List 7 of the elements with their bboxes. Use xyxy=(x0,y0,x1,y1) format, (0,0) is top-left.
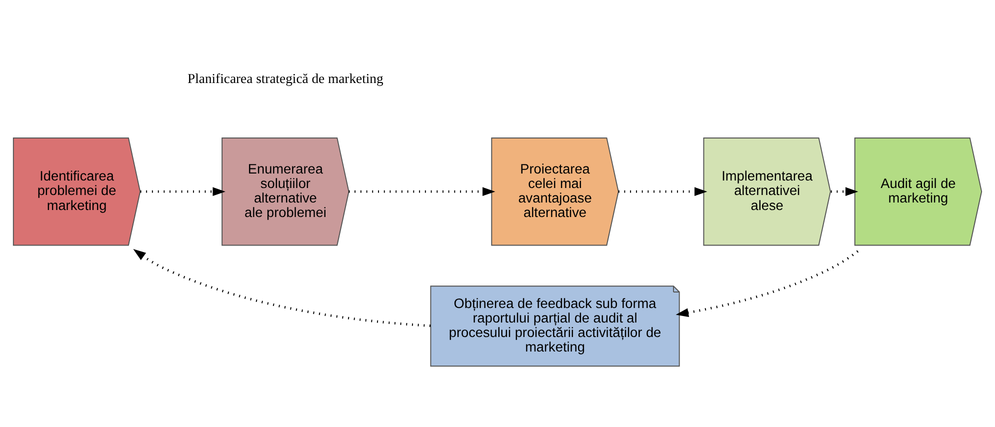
arrow xyxy=(133,248,430,327)
label: Planificarea strategică de marketing xyxy=(188,70,384,86)
arrow xyxy=(348,186,496,196)
arrow xyxy=(830,186,858,196)
arrow xyxy=(618,186,708,196)
arrow xyxy=(140,186,226,196)
arrow xyxy=(676,250,859,316)
